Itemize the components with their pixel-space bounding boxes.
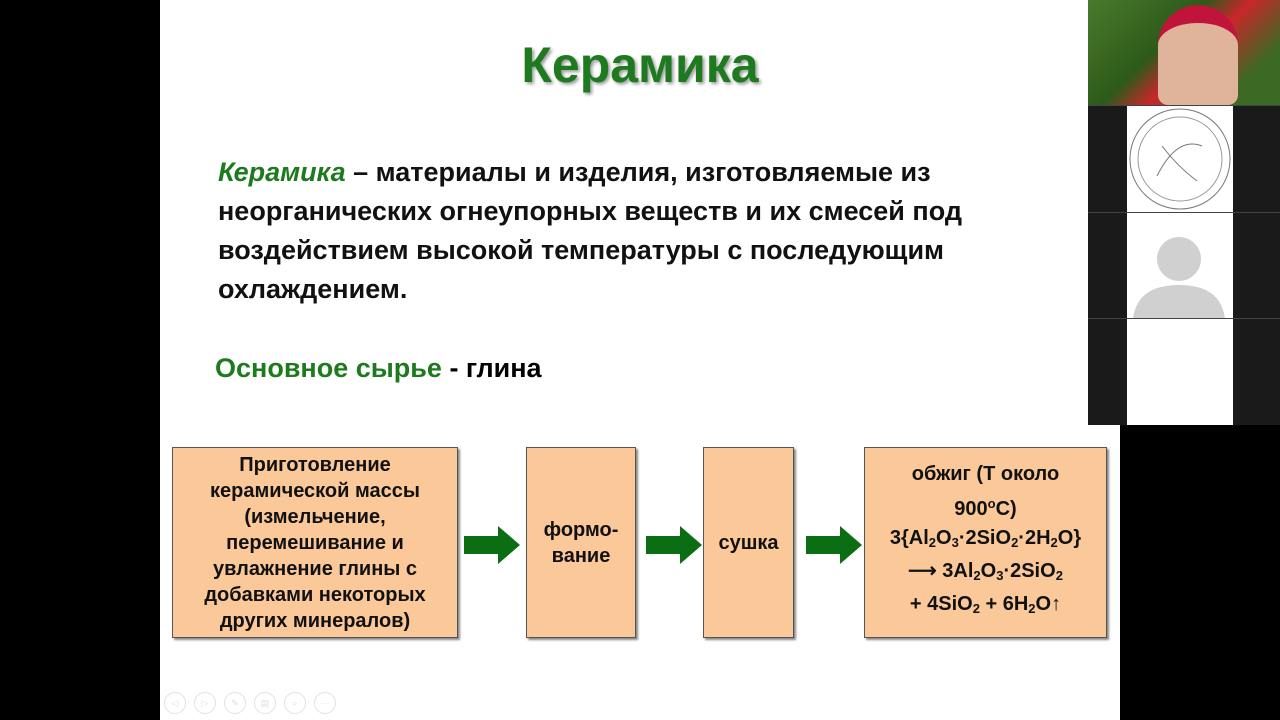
emblem-avatar-icon: [1129, 108, 1231, 210]
user-placeholder-icon: [1133, 236, 1225, 319]
formula-segment: обжиг (Т около: [911, 463, 1060, 485]
step-text: формо-вание: [543, 518, 619, 567]
formula-segment: O: [980, 560, 997, 582]
formula-segment: ⟶ 3Al: [908, 560, 974, 582]
formula-segment: 2: [1028, 601, 1036, 616]
step-drying: сушка: [703, 447, 794, 638]
raw-material-value: - глина: [449, 353, 542, 383]
slides-icon[interactable]: ▤: [254, 692, 276, 714]
formula-segment: O↑: [1035, 593, 1062, 615]
raw-material: Основное сырье - глина: [215, 353, 542, 384]
arrow-right-icon: [646, 526, 702, 564]
formula-segment: 2: [973, 568, 981, 583]
formula-segment: 2: [1050, 535, 1058, 550]
participant-videos: [1088, 0, 1280, 425]
participant-tile[interactable]: [1088, 211, 1280, 319]
raw-material-label: Основное сырье: [215, 353, 442, 383]
presenter-video[interactable]: [1088, 0, 1280, 105]
step-text: сушка: [718, 531, 779, 554]
presentation-slide: Керамика Керамика – материалы и изделия,…: [160, 0, 1120, 720]
formula-segment: 3: [951, 535, 959, 550]
formula-segment: 3{Al: [889, 527, 929, 549]
formula-segment: 2: [1011, 535, 1019, 550]
formula-line: + 4SiO2 + 6H2O↑: [890, 590, 1081, 623]
formula-segment: O}: [1057, 527, 1082, 549]
zoom-icon[interactable]: ⌕: [284, 692, 306, 714]
step-text: Приготовление керамической массы (измель…: [204, 453, 426, 632]
formula-segment: + 4SiO: [909, 593, 973, 615]
more-icon[interactable]: ···: [314, 692, 336, 714]
arrow-right-icon: [806, 526, 862, 564]
formula-segment: 3: [996, 568, 1004, 583]
formula-segment: 2: [928, 535, 937, 550]
formula-segment: C): [995, 498, 1017, 520]
formula-segment: 2: [972, 601, 980, 616]
formula-segment: ·2H: [1018, 527, 1051, 549]
presenter-avatar: [1158, 5, 1238, 105]
formula-segment: 2: [1055, 568, 1063, 583]
pen-icon[interactable]: ✎: [224, 692, 246, 714]
formula-segment: ·2SiO: [1003, 560, 1056, 582]
formula-line: 900oC): [890, 489, 1081, 524]
participant-tile[interactable]: [1088, 105, 1280, 212]
step-preparation: Приготовление керамической массы (измель…: [172, 447, 458, 638]
definition-text: – материалы и изделия, изготовляемые из …: [218, 157, 962, 304]
formula-line: обжиг (Т около: [890, 460, 1081, 489]
arrow-right-icon: [464, 526, 520, 564]
previous-icon[interactable]: ◁: [164, 692, 186, 714]
step-forming: формо-вание: [526, 447, 636, 638]
formula-segment: O: [936, 527, 952, 549]
formula-segment: o: [987, 496, 996, 511]
formula-segment: 900: [954, 498, 988, 520]
formula-segment: + 6H: [979, 593, 1029, 615]
next-icon[interactable]: ▷: [194, 692, 216, 714]
slideshow-toolbar: ◁ ▷ ✎ ▤ ⌕ ···: [164, 692, 336, 714]
formula-line: 3{Al2O3·2SiO2·2H2O}: [890, 524, 1081, 557]
slide-title: Керамика: [521, 37, 759, 93]
participant-tile[interactable]: [1088, 318, 1280, 425]
definition: Керамика – материалы и изделия, изготовл…: [218, 153, 1098, 309]
definition-term: Керамика: [218, 157, 346, 187]
formula-segment: ·2SiO: [958, 527, 1012, 549]
formula-line: ⟶ 3Al2O3·2SiO2: [890, 557, 1081, 590]
